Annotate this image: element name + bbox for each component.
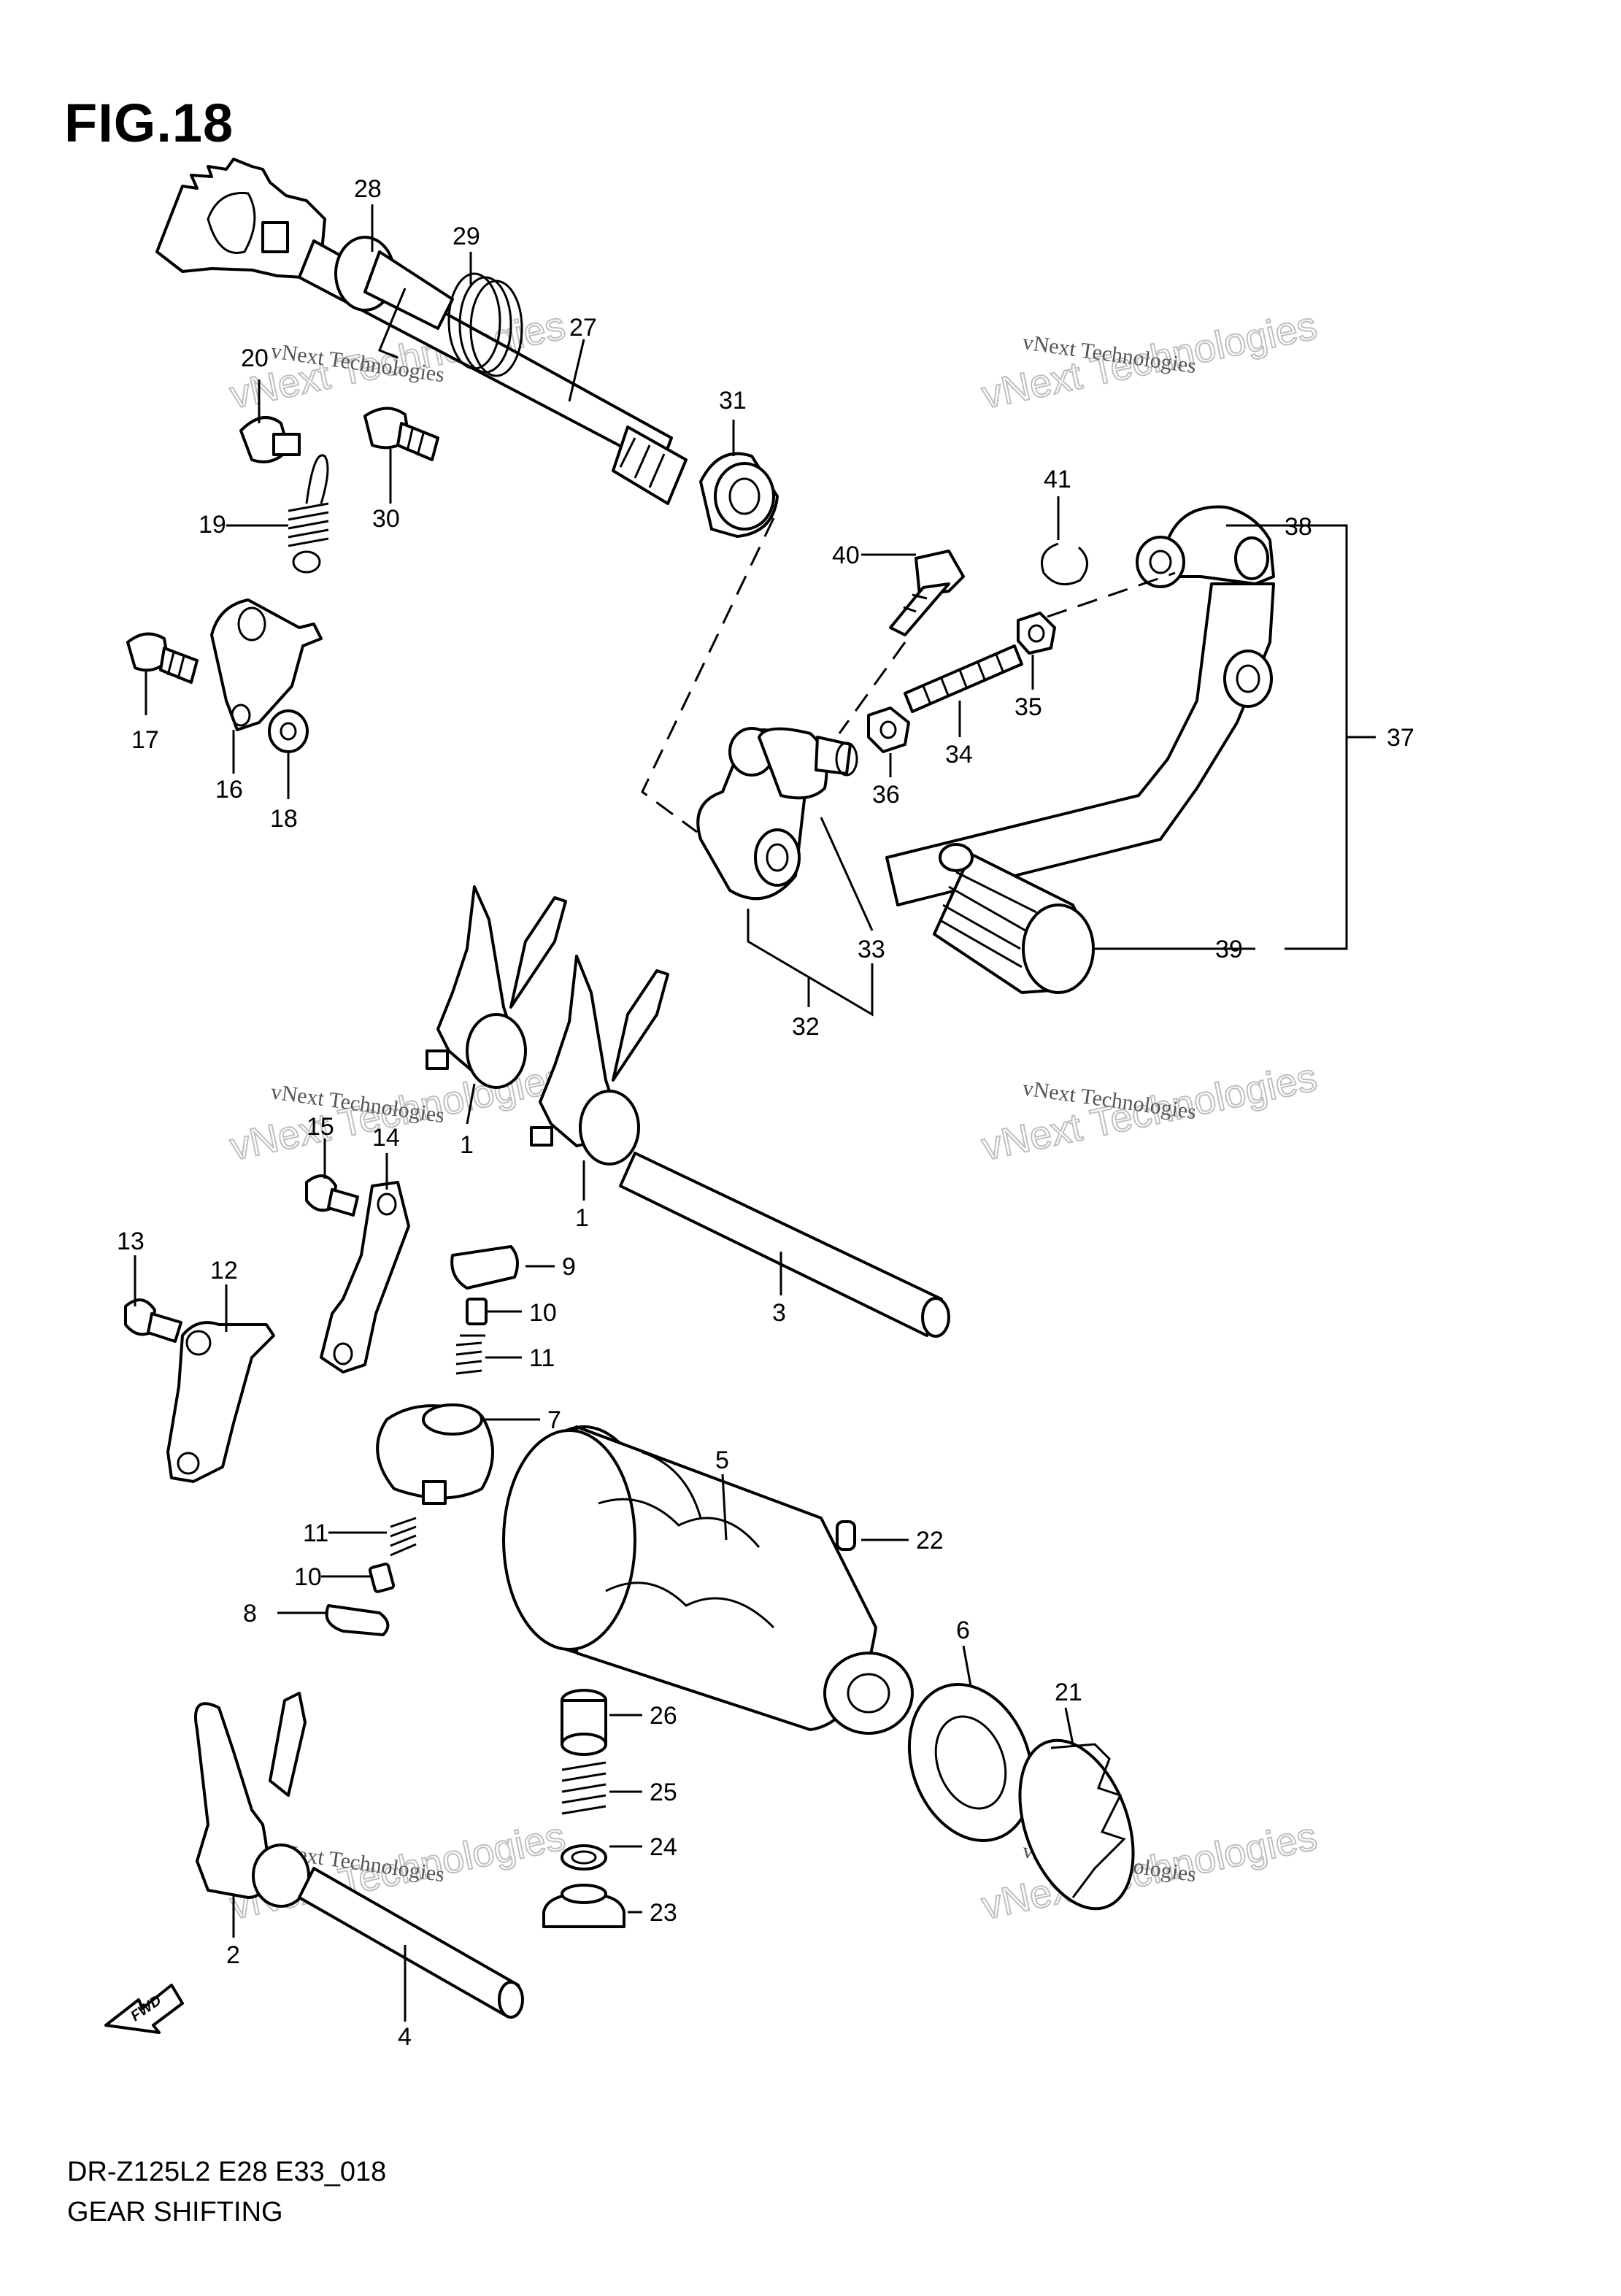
- pin-10-upper: [466, 1298, 488, 1325]
- shift-fork-1-upper: [426, 885, 567, 1089]
- callout-29: 29: [453, 223, 480, 250]
- assembly-line-rod-to-lever: [1047, 571, 1176, 618]
- callout-36: 36: [872, 781, 900, 809]
- assembly-line-shaft-to-arm: [641, 517, 775, 833]
- cam-stopper-plate-14: [320, 1181, 410, 1374]
- callout-3: 3: [772, 1299, 786, 1327]
- callout-23: 23: [650, 1899, 677, 1927]
- callout-30: 30: [372, 505, 400, 533]
- spring-11-lower: [390, 1517, 417, 1557]
- callout-20: 20: [241, 344, 269, 372]
- figure-label: FIG.18: [64, 93, 234, 153]
- callout-24: 24: [650, 1833, 677, 1861]
- callout-26: 26: [650, 1702, 677, 1730]
- callout-19: 19: [199, 511, 226, 539]
- spring-19: [288, 454, 329, 574]
- fork-shaft-3: [619, 1152, 950, 1338]
- callout-4: 4: [398, 2023, 412, 2051]
- callout-15: 15: [307, 1113, 334, 1141]
- callout-33: 33: [858, 936, 885, 963]
- callout-31: 31: [719, 387, 747, 415]
- watermark-top-right: vNext Technologies vNext Technologies: [977, 303, 1322, 418]
- spring-11-upper: [455, 1334, 485, 1375]
- shaft-return-spring: [378, 272, 523, 377]
- callout-10-upper: 10: [529, 1299, 557, 1327]
- callout-39: 39: [1215, 936, 1243, 963]
- assembly-line-bolt-to-arm: [838, 642, 906, 734]
- tie-rod-34: [904, 644, 1023, 713]
- callout-40: 40: [832, 542, 860, 569]
- callout-12: 12: [210, 1257, 238, 1284]
- nut-36: [867, 706, 910, 753]
- callout-25: 25: [650, 1779, 677, 1806]
- o-ring-24: [561, 1844, 607, 1871]
- callout-17: 17: [131, 726, 159, 754]
- bolt-20: [239, 416, 301, 463]
- shift-cam-gear-21: [1018, 1738, 1135, 1911]
- fork-shaft-4: [298, 1867, 524, 2019]
- screw-13: [124, 1298, 182, 1343]
- callout-41: 41: [1044, 466, 1071, 493]
- ball-joint-33: [758, 727, 858, 800]
- pin-10-lower: [368, 1563, 396, 1593]
- stopper-8: [325, 1604, 390, 1636]
- oil-seal-bearing: [699, 452, 779, 538]
- model-code: DR-Z125L2 E28 E33_018: [67, 2157, 387, 2187]
- callout-21: 21: [1055, 1679, 1082, 1706]
- bolt-17: [126, 632, 199, 684]
- callout-6: 6: [956, 1617, 970, 1644]
- callout-18: 18: [270, 805, 298, 833]
- callout-10-lower: 10: [294, 1563, 322, 1591]
- washer-18: [268, 709, 309, 753]
- gear-shift-cam-5: [502, 1425, 914, 1735]
- callout-37: 37: [1387, 724, 1414, 752]
- callout-27: 27: [569, 314, 597, 342]
- neutral-switch-contact-26: [561, 1689, 607, 1756]
- leader-lines: [134, 204, 1376, 2022]
- pin-22: [836, 1520, 856, 1551]
- callout-9: 9: [562, 1253, 576, 1281]
- callout-38: 38: [1285, 513, 1312, 541]
- callout-1-lower: 1: [575, 1204, 589, 1232]
- callout-11-upper: 11: [529, 1344, 555, 1372]
- gearshift-shaft: [155, 158, 688, 505]
- shift-cam-driven-gear-7: [376, 1403, 494, 1505]
- callout-1-upper: 1: [460, 1131, 474, 1159]
- guide-plate-12: [166, 1321, 275, 1483]
- callout-32: 32: [792, 1013, 820, 1041]
- spring-25: [561, 1761, 607, 1815]
- screw-15: [305, 1174, 359, 1217]
- callout-8: 8: [243, 1600, 257, 1627]
- fwd-arrow-icon: FWD: [104, 1984, 184, 2034]
- cam-stopper-plate-16: [210, 598, 323, 731]
- callout-numbers: 28 29 27 20 31 30 19 17 16 18 40 41 38 3…: [117, 175, 1414, 2051]
- callout-28: 28: [354, 175, 382, 203]
- callout-11-lower: 11: [303, 1519, 328, 1547]
- callout-13: 13: [117, 1228, 145, 1255]
- callout-22: 22: [916, 1527, 944, 1555]
- callout-7: 7: [547, 1406, 561, 1434]
- washer-6: [907, 1683, 1034, 1842]
- shift-fork-1-lower: [530, 955, 669, 1166]
- plug-23: [542, 1884, 625, 1928]
- circlip-41: [1041, 542, 1088, 586]
- callout-16: 16: [215, 776, 243, 804]
- callout-5: 5: [715, 1446, 729, 1474]
- shift-fork-2: [194, 1692, 310, 1908]
- diagram-title: GEAR SHIFTING: [67, 2197, 283, 2227]
- callout-35: 35: [1014, 693, 1042, 721]
- gear-shift-cam-stopper-9: [450, 1245, 519, 1290]
- callout-2: 2: [226, 1941, 240, 1969]
- nut-35: [1017, 612, 1056, 655]
- bolt-40: [889, 550, 965, 636]
- watermark-mid-right: vNext Technologies vNext Technologies: [977, 1055, 1322, 1170]
- stud-30: [363, 407, 439, 461]
- callout-34: 34: [945, 741, 973, 768]
- callout-14: 14: [372, 1124, 400, 1152]
